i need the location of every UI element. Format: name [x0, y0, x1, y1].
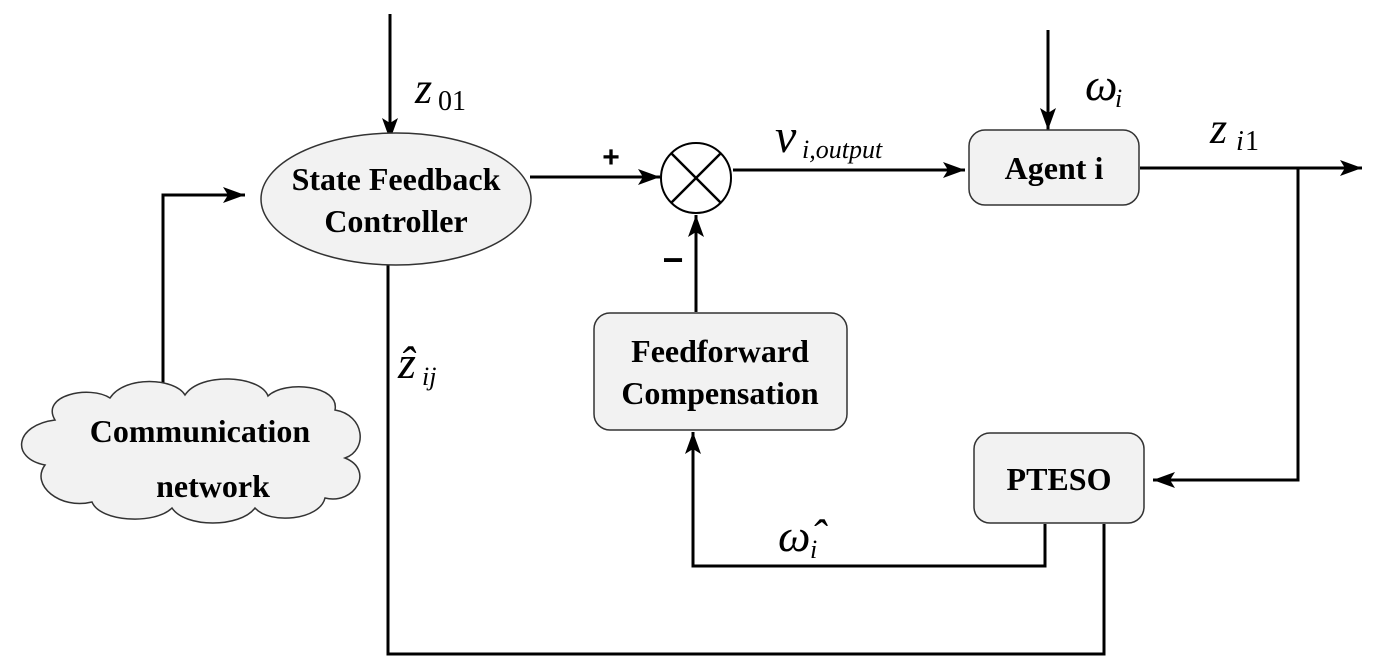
zi1-label: z i 1: [1209, 104, 1259, 157]
omega-sub: i: [1115, 84, 1122, 113]
omegahat-sub: i: [810, 535, 817, 564]
communication-network-cloud: Communication network: [20, 378, 361, 524]
v-main: v: [775, 110, 797, 163]
pteso-to-feedforward-wire: [685, 432, 1047, 568]
zi1-sub-1: 1: [1245, 126, 1259, 157]
omegahat-label: ω̂ i: [778, 510, 828, 564]
output-to-pteso-wire: [1153, 168, 1300, 488]
plus-sign: +: [602, 141, 620, 174]
agent-block: Agent i: [968, 129, 1140, 206]
v-sub: i,output: [802, 135, 883, 164]
pteso-block: PTESO: [973, 432, 1145, 524]
feedforward-compensation-block: Feedforward Compensation: [593, 312, 848, 431]
junction-cross-2: [670, 152, 722, 204]
z01-label: z 01: [414, 64, 466, 117]
network-label-2: network: [156, 468, 270, 504]
omega-main: ω: [1085, 59, 1117, 110]
z01-main: z: [414, 64, 432, 113]
network-label-1: Communication: [90, 413, 311, 449]
zi1-sub-i: i: [1236, 126, 1244, 157]
z01-sub: 01: [438, 86, 466, 117]
state-feedback-controller-block: State Feedback Controller: [260, 132, 532, 266]
zhat-sub: ij: [422, 362, 436, 391]
state-feedback-label-1: State Feedback: [292, 161, 501, 197]
feedforward-label-2: Compensation: [621, 375, 819, 411]
minus-sign: −: [662, 239, 683, 280]
zhat-label: ẑ ij: [397, 337, 436, 391]
state-feedback-label-2: Controller: [324, 203, 467, 239]
pteso-to-controller-wire: [386, 262, 1106, 656]
summing-junction: [660, 142, 732, 214]
pteso-label: PTESO: [1007, 461, 1112, 497]
zhat-main: ẑ: [397, 337, 417, 388]
omegahat-main: ω̂: [778, 510, 828, 561]
omega-label: ω i: [1085, 59, 1122, 113]
zi1-main: z: [1209, 104, 1227, 153]
agent-label: Agent i: [1005, 150, 1104, 186]
feedforward-label-1: Feedforward: [631, 333, 809, 369]
v-output-label: v i,output: [775, 110, 883, 164]
network-to-controller-wire: [161, 187, 245, 395]
